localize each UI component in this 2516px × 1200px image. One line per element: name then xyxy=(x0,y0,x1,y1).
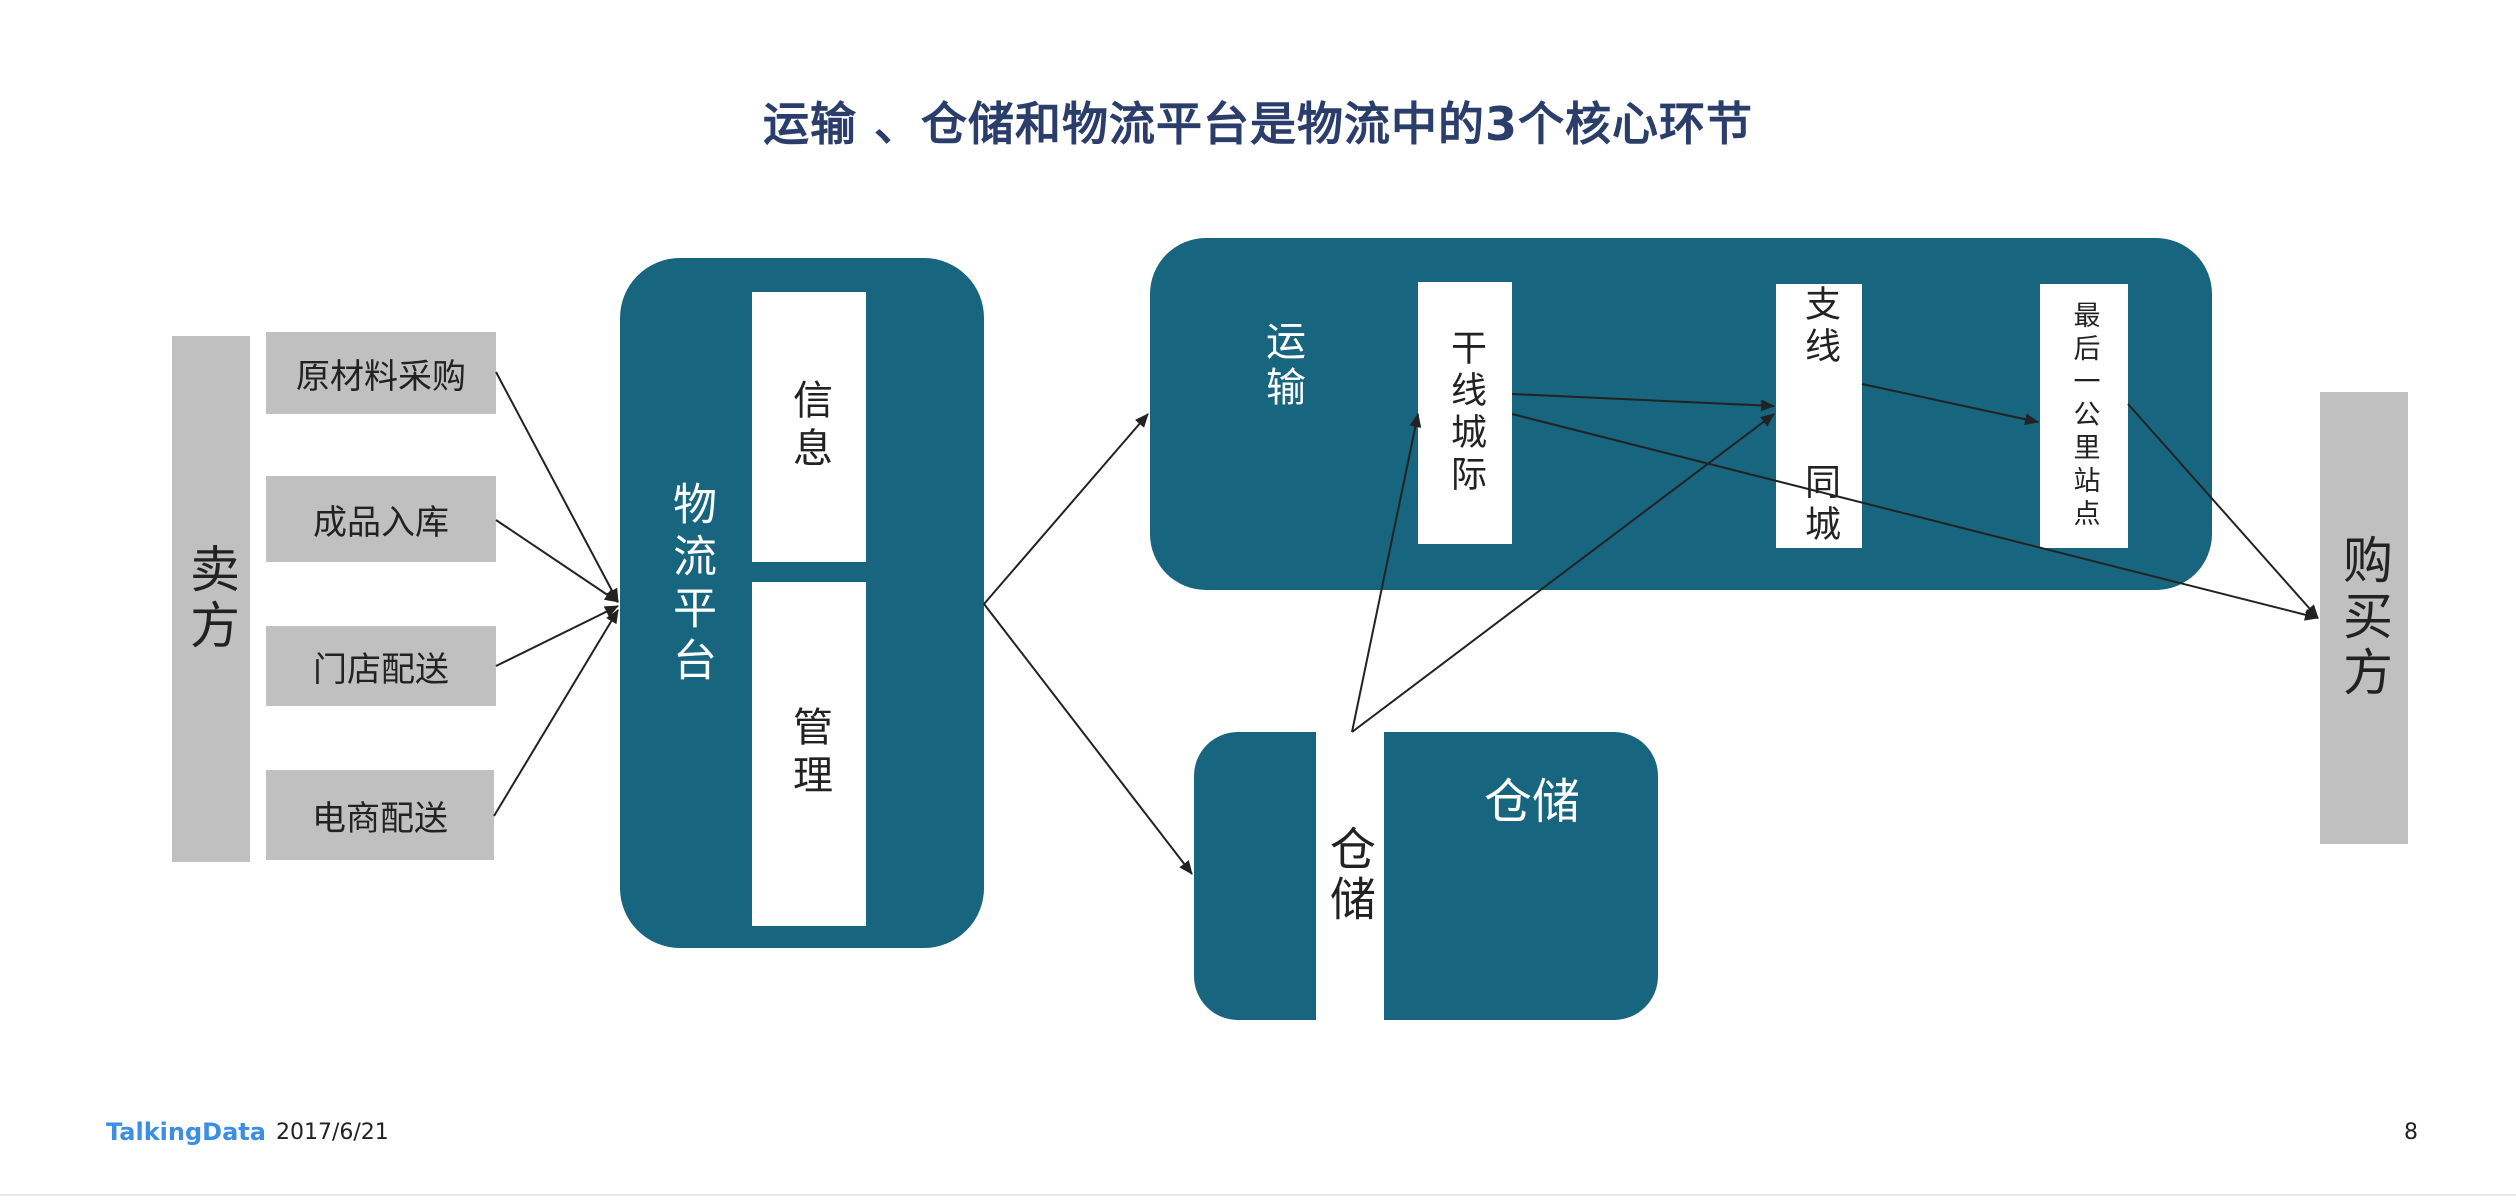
transport-label-wrap: 运输 xyxy=(1250,306,1314,426)
source-label: 门店配送 xyxy=(313,649,449,690)
trunk-intercity-box: 干线城际 xyxy=(1418,282,1512,544)
buyer-label: 购买方 xyxy=(2335,534,2393,702)
source-label: 原材料采购 xyxy=(296,356,466,397)
platform-label: 物流平台 xyxy=(665,481,716,689)
warehouse-inner-wrap: 仓储 xyxy=(1316,800,1384,950)
bottom-divider xyxy=(0,1194,2516,1196)
arrow-trunk-to-branch xyxy=(1511,393,1775,412)
arrow-warehouse-to-branch xyxy=(1351,413,1775,733)
platform-info-label: 信息 xyxy=(786,379,832,475)
platform-info-box: 信息 xyxy=(752,292,866,562)
arrow-store-to-platform xyxy=(495,605,619,667)
source-label: 电商配送 xyxy=(312,798,448,839)
arrow-branch-to-lastmile xyxy=(1861,383,2039,426)
trunk-intercity-label: 干线城际 xyxy=(1445,329,1486,497)
footer-date: 2017/6/21 xyxy=(276,1120,389,1145)
warehouse-inner-label: 仓储 xyxy=(1323,825,1377,925)
seller-box: 卖方 xyxy=(172,336,250,862)
transport-label: 运输 xyxy=(1259,320,1305,412)
platform-management-label: 管理 xyxy=(786,706,832,802)
last-mile-label: 最后一公里站点 xyxy=(2068,300,2100,532)
arrow-platform-to-transport xyxy=(983,413,1149,605)
source-box-finished-goods: 成品入库 xyxy=(266,476,496,562)
brand-logo: TalkingData xyxy=(106,1118,266,1146)
buyer-box: 购买方 xyxy=(2320,392,2408,844)
branch-samecity-box: 支线 同城 xyxy=(1776,284,1862,548)
slide-title: 运输 、仓储和物流平台是物流中的3个核心环节 xyxy=(762,97,1754,151)
platform-label-wrap: 物流平台 xyxy=(650,440,730,730)
arrow-platform-to-warehouse xyxy=(983,603,1193,875)
last-mile-box: 最后一公里站点 xyxy=(2040,284,2128,548)
warehouse-box xyxy=(1194,732,1658,1020)
source-box-store-delivery: 门店配送 xyxy=(266,626,496,706)
arrow-finished-to-platform xyxy=(495,519,619,603)
arrow-warehouse-to-trunk xyxy=(1351,413,1422,733)
page-number: 8 xyxy=(2404,1120,2418,1145)
arrow-ecom-to-platform xyxy=(493,609,619,817)
seller-label: 卖方 xyxy=(182,543,240,655)
arrow-trunk-to-buyer xyxy=(1511,413,2319,621)
platform-management-box: 管理 xyxy=(752,582,866,926)
warehouse-white-strip xyxy=(1316,732,1384,1020)
branch-samecity-label: 支线 同城 xyxy=(1799,285,1840,547)
arrow-raw-to-platform xyxy=(495,371,619,603)
warehouse-label: 仓储 xyxy=(1484,774,1581,830)
source-box-ecommerce-delivery: 电商配送 xyxy=(266,770,494,860)
source-box-raw-materials: 原材料采购 xyxy=(266,332,496,414)
arrow-lastmile-to-buyer xyxy=(2127,403,2319,619)
source-label: 成品入库 xyxy=(313,502,449,543)
